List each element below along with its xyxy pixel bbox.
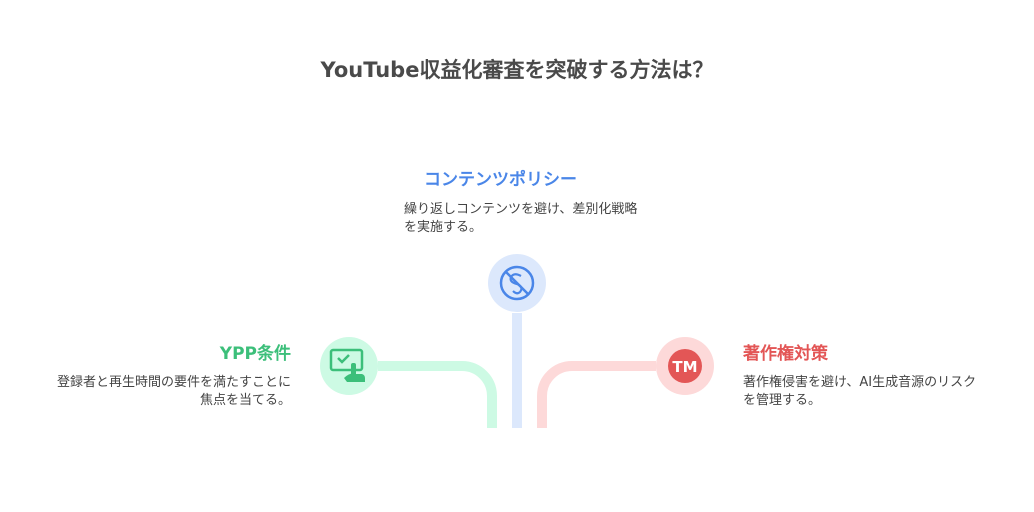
- no-copy-icon: [488, 254, 546, 312]
- branch-heading-ypp: YPP条件: [219, 344, 291, 364]
- trademark-icon: TM: [656, 337, 714, 395]
- branch-heading-copyright: 著作権対策: [743, 344, 828, 364]
- branch-description-ypp: 登録者と再生時間の要件を満たすことに焦点を当てる。: [56, 375, 291, 408]
- branch-description-content-policy: 繰り返しコンテンツを避け、差別化戦略を実施する。: [404, 202, 638, 235]
- green-connector: [378, 361, 497, 428]
- branch-heading-content-policy: コンテンツポリシー: [424, 170, 577, 190]
- diagram-title: YouTube収益化審査を突破する方法は？: [320, 58, 714, 82]
- branch-description-copyright: 著作権侵害を避け、AI生成音源のリスクを管理する。: [743, 375, 977, 408]
- svg-text:TM: TM: [672, 358, 697, 376]
- red-connector: [537, 361, 656, 428]
- touch-screen-check-icon: [320, 337, 378, 395]
